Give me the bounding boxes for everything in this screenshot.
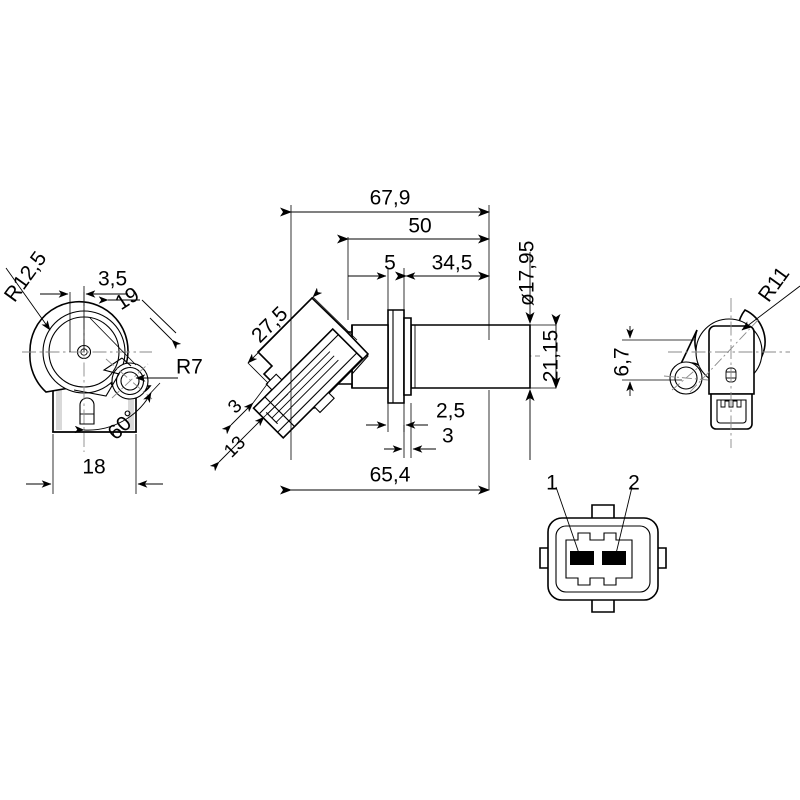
dim-dia17_95: ø17,95 xyxy=(516,241,556,460)
front-view-boss-centerline xyxy=(105,358,153,400)
connector-terminal-2 xyxy=(602,551,626,565)
rear-view-connector xyxy=(710,393,753,430)
dim-21_15-label: 21,15 xyxy=(540,330,563,383)
dim-5-label: 5 xyxy=(384,252,396,275)
connector-pin-2-label: 2 xyxy=(628,472,640,495)
dim-3_5-label: 3,5 xyxy=(98,268,127,291)
dim-50: 50 xyxy=(337,215,490,320)
rear-view-small-boss-inner xyxy=(674,366,698,390)
dim-3-horizontal-label: 3 xyxy=(442,425,454,448)
dim-18-label: 18 xyxy=(82,456,105,479)
rear-view: R11 6,7 xyxy=(611,263,800,448)
front-view-boss-centerline-2 xyxy=(111,363,149,399)
dim-6_7: 6,7 xyxy=(611,326,694,396)
connector-terminal-1 xyxy=(570,551,594,565)
dim-r7: R7 xyxy=(135,356,203,382)
dim-21_15: 21,15 xyxy=(540,314,563,389)
dim-50-label: 50 xyxy=(408,215,431,238)
rear-view-housing xyxy=(708,325,755,395)
dim-3-horizontal: 3 xyxy=(384,403,454,458)
dim-r7-label: R7 xyxy=(176,356,203,379)
dim-67_9-label: 67,9 xyxy=(370,187,411,210)
connector-keyed-cavity xyxy=(565,532,633,586)
dim-34_5: 34,5 xyxy=(395,252,490,281)
rear-view-r11-centerline xyxy=(689,317,761,393)
dim-6_7-label: 6,7 xyxy=(611,347,634,376)
connector-pin-1-label: 1 xyxy=(546,472,558,495)
dim-65_4: 65,4 xyxy=(280,390,490,495)
dim-3_5: 3,5 xyxy=(40,268,128,352)
connector-detail-view: 1 2 xyxy=(539,472,667,613)
dim-65_4-label: 65,4 xyxy=(370,464,411,487)
connector-leader-2 xyxy=(613,486,633,563)
dim-34_5-label: 34,5 xyxy=(432,252,473,275)
connector-leader-1 xyxy=(555,486,583,563)
dim-18: 18 xyxy=(26,434,163,494)
rear-view-boss-centerline-2 xyxy=(671,365,701,391)
dim-dia17_95-label: ø17,95 xyxy=(516,241,539,306)
dim-2_5: 2,5 xyxy=(366,400,465,432)
dim-2_5-label: 2,5 xyxy=(436,400,465,423)
